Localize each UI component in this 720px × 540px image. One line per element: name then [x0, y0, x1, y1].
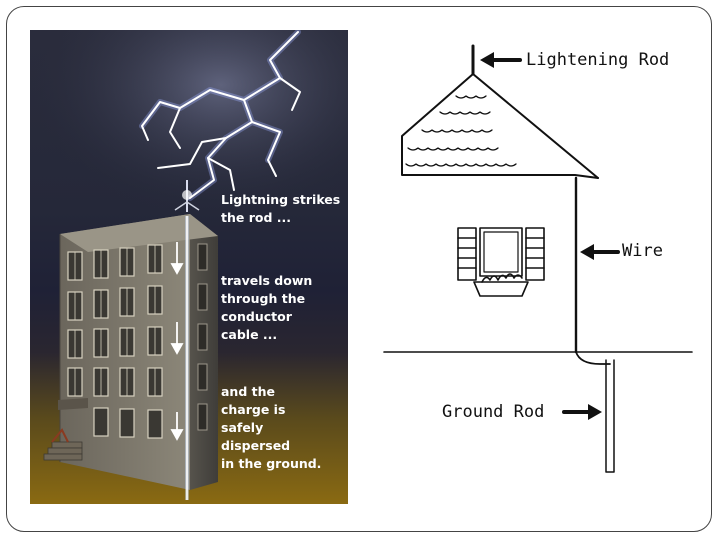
house-roof: [401, 73, 599, 179]
slide-frame: [6, 6, 712, 532]
house-lightning-rod-diagram: Lightening Rod Wire Ground Rod: [370, 30, 700, 500]
caption-disperse: and the charge is safely dispersed in th…: [221, 384, 322, 471]
caption-travel: travels down through the conductor cable…: [221, 273, 313, 342]
caption-strike: Lightning strikes the rod ...: [221, 192, 341, 225]
lightning-rod-icon: [174, 180, 200, 212]
building-scene: [30, 30, 348, 500]
house-window: [457, 227, 545, 297]
lightning-bolt: [139, 30, 301, 201]
label-wire: Wire: [622, 241, 663, 261]
arrow-icon: [480, 52, 620, 420]
apartment-building: [43, 214, 218, 490]
sky-glow: [30, 30, 348, 250]
ground-rod: [605, 359, 615, 473]
house-drawing: [383, 44, 693, 473]
lightning-building-illustration: Lightning strikes the rod ... travels do…: [30, 30, 348, 504]
label-lightening-rod: Lightening Rod: [526, 50, 670, 70]
down-arrow-icon: [170, 242, 184, 441]
label-ground-rod: Ground Rod: [442, 402, 545, 422]
